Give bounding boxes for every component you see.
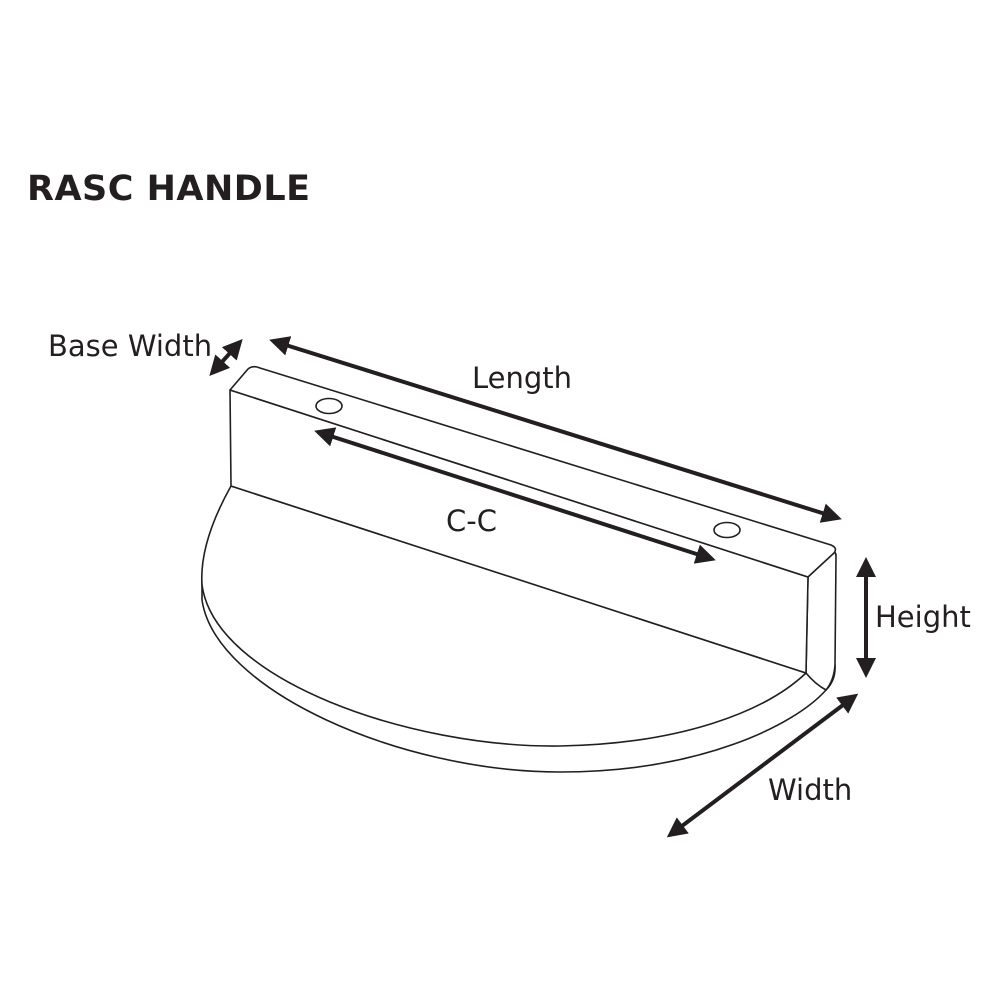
height-label: Height — [875, 600, 971, 634]
page-title: RASC HANDLE — [27, 169, 311, 209]
length-label: Length — [472, 361, 572, 395]
cc-label: C-C — [446, 504, 497, 538]
width-label: Width — [768, 773, 852, 807]
cc-arrow — [314, 427, 716, 564]
width-arrow — [666, 693, 859, 838]
base-width-label: Base Width — [48, 329, 212, 363]
mounting-hole-right — [713, 521, 741, 539]
base-width-arrow — [209, 339, 243, 376]
mounting-hole-left — [315, 397, 343, 415]
